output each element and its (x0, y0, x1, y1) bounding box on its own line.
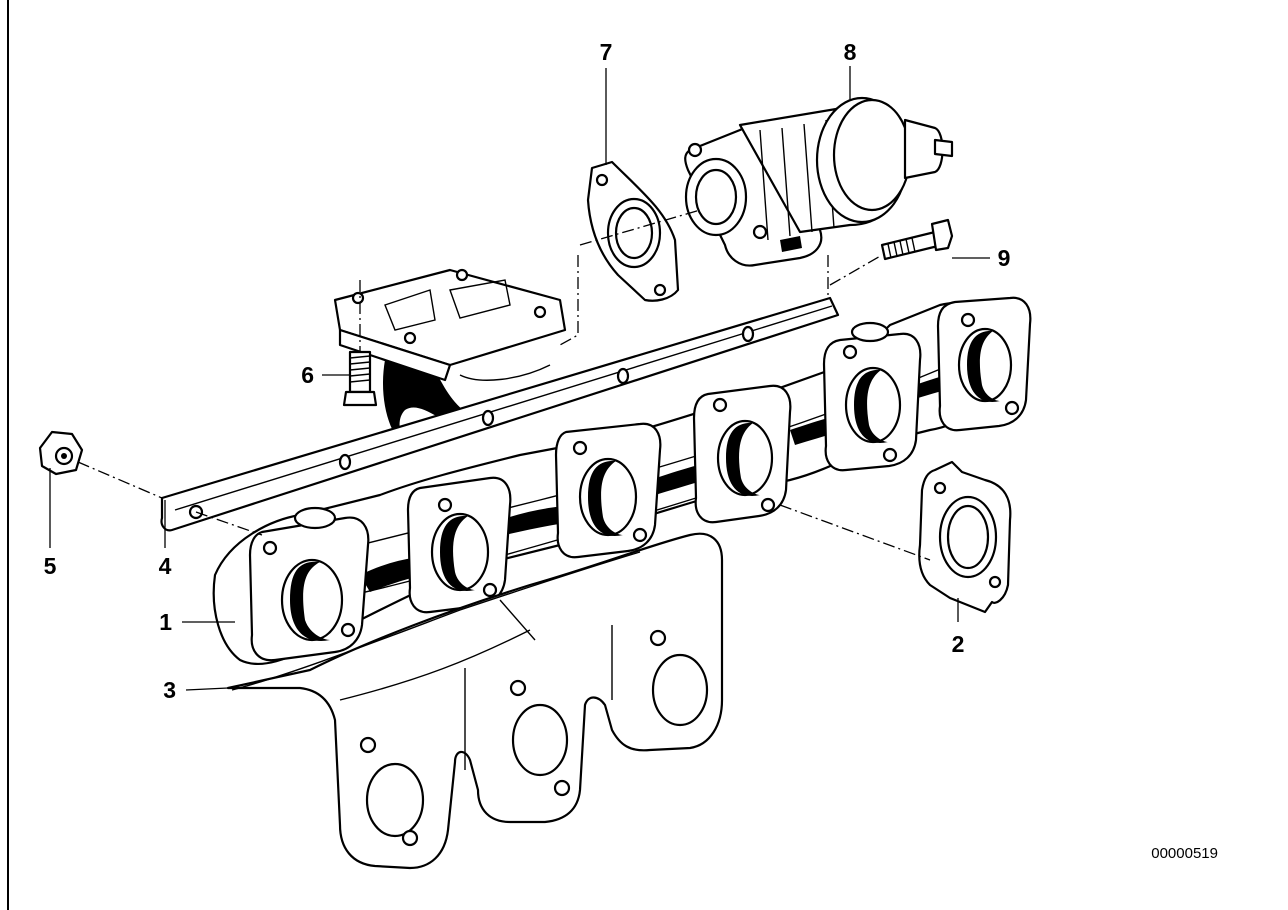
callout-6: 6 (301, 362, 314, 388)
manifold-flange-5 (822, 332, 922, 472)
callout-3: 3 (163, 677, 176, 703)
egr-gasket (586, 160, 680, 302)
assembly-line-nut (77, 461, 163, 499)
leader-3 (185, 687, 229, 691)
exhaust-gasket (918, 460, 1012, 614)
callout-5: 5 (44, 553, 57, 579)
assembly-line-bracket (195, 511, 263, 536)
assembly-line-bolt (829, 254, 883, 286)
hex-bolt (880, 218, 954, 261)
callout-8: 8 (844, 39, 857, 65)
hex-nut (38, 430, 84, 476)
callout-7: 7 (600, 39, 613, 65)
callout-9: 9 (998, 245, 1011, 271)
manifold-flange-2 (406, 476, 512, 614)
callout-1: 1 (159, 609, 172, 635)
stud-bolt (342, 350, 378, 407)
bracket-bar (160, 296, 840, 532)
manifold-flange-1 (248, 516, 370, 662)
callout-2: 2 (952, 631, 965, 657)
manifold-flange-4 (692, 384, 792, 524)
egr-valve (684, 96, 954, 267)
manifold-flange-6 (936, 296, 1032, 432)
pipe-flange-block (333, 268, 567, 382)
exhaust-manifold (212, 296, 1032, 665)
manifold-flange-3 (554, 422, 662, 559)
assembly-line-gasket (779, 504, 931, 561)
document-number: 00000519 (1151, 845, 1218, 862)
callout-4: 4 (159, 553, 172, 579)
assembly-line-egr (579, 209, 701, 246)
heat-shield (226, 532, 724, 870)
assembly-line-flange (559, 255, 579, 346)
